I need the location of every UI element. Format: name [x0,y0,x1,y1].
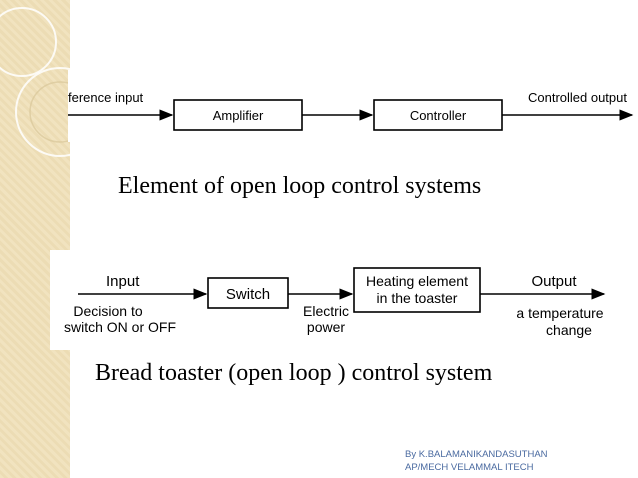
temperature-line2: change [546,322,592,338]
decision-label-line1: Decision to [73,303,142,319]
controlled-output-label: Controlled output [528,90,627,105]
decision-label-line2: switch ON or OFF [64,319,176,335]
electric-power-line1: Electric [303,303,349,319]
credit-line1: By K.BALAMANIKANDASUTHAN [405,449,548,460]
amplifier-label: Amplifier [213,108,264,123]
author-credit: By K.BALAMANIKANDASUTHAN AP/MECH VELAMMA… [405,448,548,474]
decorative-sidebar [0,0,70,478]
reference-input-label: ference input [68,90,144,105]
open-loop-caption: Element of open loop control systems [118,173,482,199]
credit-line2: AP/MECH VELAMMAL ITECH [405,462,534,473]
heating-element-line1: Heating element [366,273,468,289]
electric-power-line2: power [307,319,345,335]
controller-label: Controller [410,108,467,123]
bread-toaster-block-diagram: Input Decision to switch ON or OFF Switc… [50,250,615,350]
output-label: Output [531,273,577,290]
heating-element-line2: in the toaster [377,290,458,306]
temperature-line1: a temperature [516,305,603,321]
bread-toaster-caption: Bread toaster (open loop ) control syste… [95,360,493,386]
heating-element-block [353,267,481,313]
input-label: Input [106,273,140,290]
open-loop-block-diagram: ference input Amplifier Controller Contr… [68,70,638,142]
decorative-circles [0,7,70,157]
switch-block [207,277,289,309]
switch-label: Switch [226,286,270,303]
